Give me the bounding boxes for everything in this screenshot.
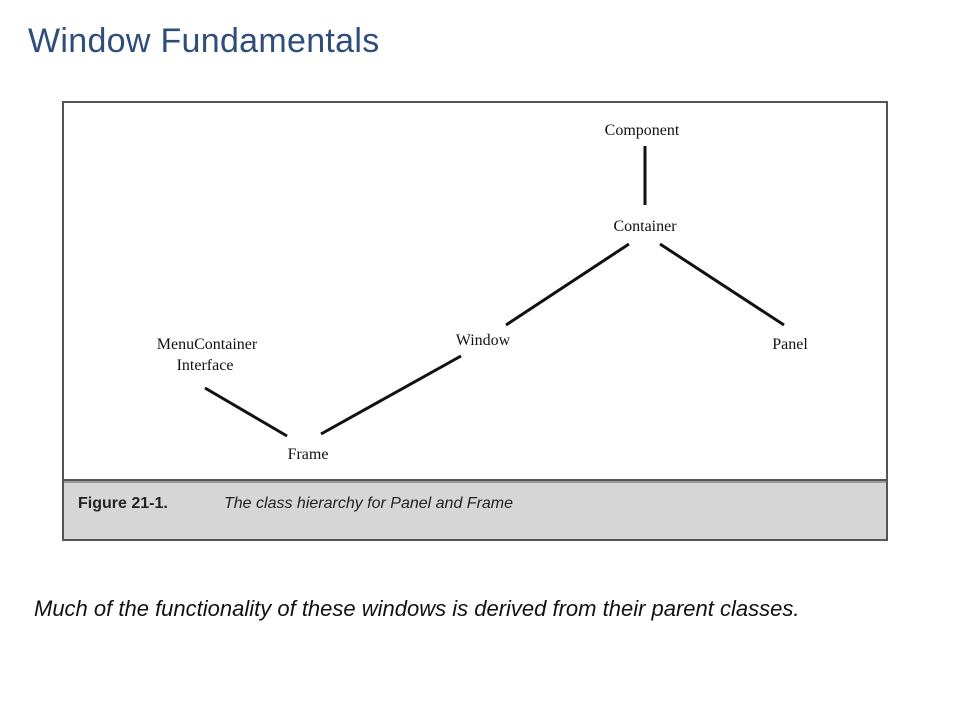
edge-menucontainer-frame [204,386,288,438]
node-component: Component [605,122,680,139]
slide-title: Window Fundamentals [28,22,380,60]
node-menucontainer-line1: MenuContainer [157,336,258,353]
edge-container-panel [659,242,785,327]
node-window: Window [456,332,511,349]
node-frame: Frame [288,446,329,463]
figure-caption: Figure 21-1. The class hierarchy for Pan… [64,481,886,539]
node-panel: Panel [772,336,808,353]
edge-window-frame [320,354,462,436]
edge-container-window [505,242,630,327]
figure-frame: Component Container Window Panel MenuCon… [62,101,888,541]
caption-number: Figure 21-1. [78,495,168,512]
body-paragraph: Much of the functionality of these windo… [34,596,800,621]
caption-text: The class hierarchy for Panel and Frame [224,495,514,512]
class-hierarchy-diagram: Component Container Window Panel MenuCon… [64,103,886,481]
node-menucontainer-line2: Interface [177,357,234,374]
diagram-svg: Component Container Window Panel MenuCon… [157,122,809,463]
node-container: Container [613,218,677,235]
